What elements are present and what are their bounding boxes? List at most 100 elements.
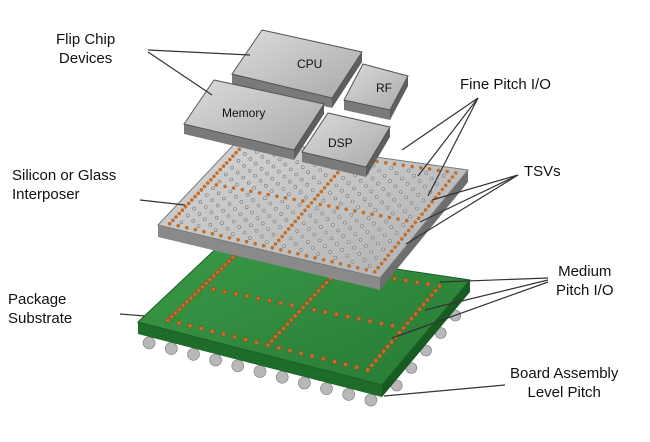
via — [295, 160, 300, 164]
pad — [400, 237, 404, 241]
pad — [424, 297, 430, 303]
pad — [298, 350, 304, 356]
pad — [403, 232, 408, 237]
interposer — [157, 137, 469, 290]
chip-dsp: DSP — [301, 112, 391, 177]
via — [237, 225, 241, 229]
via — [380, 200, 384, 205]
pad — [167, 221, 172, 226]
via — [245, 193, 250, 197]
pad — [231, 186, 236, 190]
pad — [244, 293, 250, 299]
via — [376, 241, 380, 246]
via — [360, 224, 364, 228]
pad — [364, 268, 369, 272]
pad — [316, 193, 320, 197]
via — [233, 207, 237, 211]
via — [279, 212, 284, 216]
via — [429, 176, 434, 181]
pad — [222, 289, 228, 295]
via — [262, 208, 266, 213]
pad — [419, 166, 423, 170]
via — [381, 187, 386, 191]
pad — [316, 288, 322, 294]
pad — [319, 284, 325, 290]
via — [424, 171, 429, 175]
pad — [211, 273, 217, 279]
pad — [396, 217, 400, 221]
via — [300, 165, 305, 169]
via — [340, 189, 344, 193]
pad — [284, 321, 290, 327]
via — [421, 198, 426, 203]
via — [243, 217, 248, 222]
pad — [265, 342, 271, 348]
via — [405, 182, 410, 186]
pad — [244, 239, 249, 244]
pad — [361, 210, 366, 215]
pad — [392, 162, 397, 166]
via — [273, 207, 278, 211]
solder-ball — [165, 342, 178, 355]
via — [337, 215, 342, 219]
via — [392, 198, 396, 202]
via — [435, 182, 439, 186]
pad — [210, 231, 215, 236]
pad — [405, 320, 411, 326]
pad — [283, 196, 288, 200]
via — [393, 184, 398, 189]
pad — [219, 233, 223, 238]
pad — [389, 323, 395, 329]
via — [341, 234, 346, 238]
via — [370, 235, 375, 240]
pad — [437, 191, 441, 196]
via — [228, 189, 233, 194]
via — [356, 205, 360, 209]
solder-ball — [209, 353, 222, 367]
pad — [401, 325, 407, 331]
via — [280, 199, 285, 204]
pad — [253, 241, 257, 246]
via — [345, 254, 350, 258]
via — [305, 240, 310, 244]
via — [346, 240, 351, 244]
pad — [202, 184, 207, 189]
pad — [311, 307, 317, 313]
via — [382, 233, 387, 238]
via — [271, 164, 276, 169]
pad — [376, 265, 381, 270]
pad — [196, 191, 200, 196]
via — [394, 171, 399, 175]
pad — [354, 364, 360, 370]
pad — [417, 306, 423, 312]
via — [213, 228, 218, 232]
via — [235, 182, 239, 187]
via — [203, 217, 207, 222]
pad — [196, 288, 202, 294]
pad — [215, 171, 219, 175]
via — [388, 239, 392, 243]
pad — [420, 212, 424, 216]
solder-ball — [187, 347, 200, 361]
via — [389, 166, 394, 170]
pad — [185, 225, 189, 230]
via — [230, 165, 234, 170]
pad — [232, 334, 238, 340]
via — [211, 186, 215, 190]
via — [325, 217, 330, 221]
via — [241, 175, 245, 180]
pad — [332, 174, 337, 179]
via — [285, 205, 290, 209]
via — [366, 216, 371, 220]
pad — [212, 174, 216, 179]
via — [328, 191, 332, 195]
via — [283, 162, 288, 167]
pad — [427, 204, 431, 208]
pad — [215, 269, 221, 275]
pad — [327, 204, 331, 208]
via — [311, 175, 316, 180]
via — [308, 213, 313, 218]
via — [294, 242, 298, 246]
pad — [427, 167, 432, 171]
